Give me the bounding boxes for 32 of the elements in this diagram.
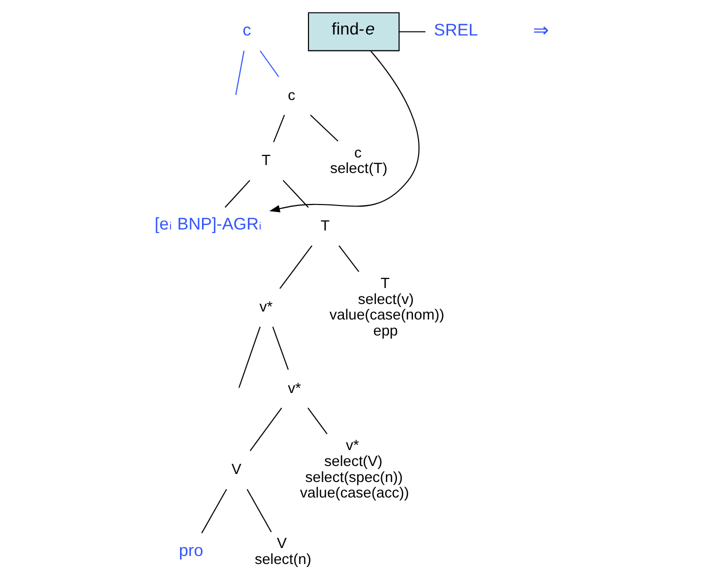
connector xyxy=(235,50,245,95)
connector xyxy=(238,326,261,388)
connector xyxy=(308,408,328,434)
node-text: T xyxy=(320,218,330,235)
node-text: V select(n) xyxy=(254,536,312,568)
arrow xyxy=(269,50,420,212)
connector xyxy=(201,489,227,534)
node-text: c select(T) xyxy=(330,145,388,178)
node-text: T select(v) value(case(nom)) epp xyxy=(330,276,444,340)
node-text: [ei BNP]-AGRi xyxy=(154,214,262,234)
connector xyxy=(260,50,280,78)
connector xyxy=(310,114,338,142)
node-text: c xyxy=(288,88,296,104)
connector xyxy=(338,245,360,272)
node-text: v* xyxy=(259,300,273,316)
node-text: T xyxy=(262,153,271,170)
node-text: v* select(V) select(spec(n)) value(case(acc)) xyxy=(300,438,410,502)
node-text: SREL xyxy=(434,20,478,40)
node-text: V xyxy=(232,462,242,478)
connector xyxy=(250,408,282,452)
connector xyxy=(279,245,312,289)
node-text: v* xyxy=(288,380,302,397)
node-text: c xyxy=(242,20,252,40)
connector xyxy=(399,31,426,32)
connector xyxy=(246,489,272,532)
node-text: pro xyxy=(178,541,204,560)
node-box: find-e xyxy=(308,12,400,52)
connector xyxy=(224,180,250,208)
connector xyxy=(272,326,289,370)
connector xyxy=(273,114,285,142)
label: ⇒ xyxy=(532,20,549,42)
connector xyxy=(282,180,309,208)
